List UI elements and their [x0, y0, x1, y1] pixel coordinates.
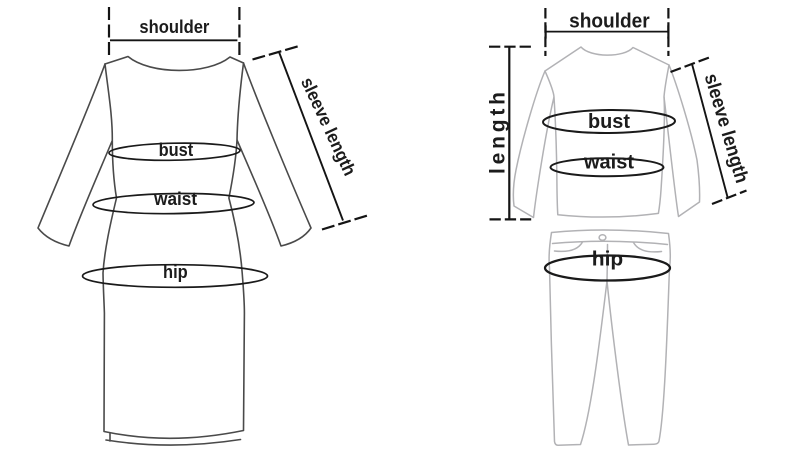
svg-text:waist: waist [583, 151, 634, 173]
svg-text:shoulder: shoulder [139, 17, 209, 37]
svg-text:shoulder: shoulder [569, 10, 650, 32]
svg-text:hip: hip [163, 262, 188, 282]
svg-text:hip: hip [592, 248, 624, 270]
svg-text:length: length [487, 92, 510, 174]
svg-text:bust: bust [588, 111, 630, 133]
svg-text:waist: waist [153, 189, 197, 209]
svg-text:bust: bust [159, 140, 194, 160]
